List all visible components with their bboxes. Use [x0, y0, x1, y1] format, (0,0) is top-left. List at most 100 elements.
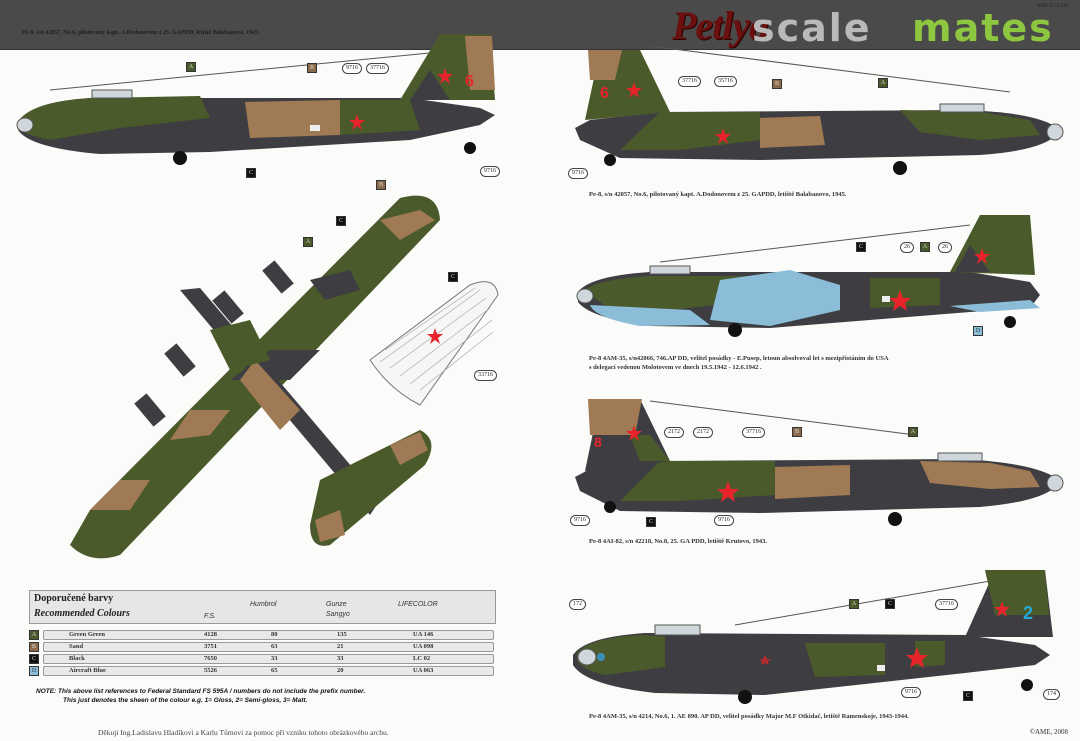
header-lifecolor: LIFECOLOR: [398, 601, 438, 608]
caption-middle-right: Pe-8 4AM-35, s/n42066, 746.AP DD, velite…: [589, 354, 889, 372]
aircraft-side-view-icon: [576, 215, 1040, 337]
row-bar: [43, 654, 494, 664]
row-bar: [43, 666, 494, 676]
colour-gunze: 135: [337, 631, 347, 638]
title-cz: Doporučené barvy: [34, 593, 114, 604]
aircraft-side-view-icon: 2: [573, 570, 1053, 704]
caption-bottom-right: Pe-8 4AM-35, s/n 4214, No.6, 1. AE 890. …: [589, 713, 909, 720]
colour-humbrol: 63: [271, 643, 278, 650]
svg-text:8: 8: [594, 434, 602, 450]
callout-2172-b: 2172: [693, 427, 713, 438]
svg-text:6: 6: [465, 73, 474, 90]
callout-35716: 35716: [714, 76, 737, 87]
swatch-sand: B: [29, 642, 39, 652]
callout-9716: 9716: [568, 168, 588, 179]
logo-scale: scale: [752, 6, 872, 50]
callout-9716: 9716: [570, 515, 590, 526]
logo-mates: mates: [912, 6, 1054, 50]
colour-fs: 3751: [204, 643, 217, 650]
callout-37716: 37716: [366, 63, 389, 74]
acknowledgement: Děkuji Ing.Ladislavu Hladíkovi a Karlu T…: [98, 728, 389, 737]
colour-table-header: Doporučené barvy Recommended Colours F.S…: [29, 590, 496, 624]
colour-tag-b: B: [792, 427, 802, 437]
colour-row: B Sand 3751 63 21 UA 098: [29, 642, 496, 653]
aircraft-top-view-icon: [70, 195, 440, 559]
caption-top-right: Pe-8, s/n 42057, No.6, pilotovaný kapt. …: [589, 191, 847, 198]
colour-tag-c: C: [885, 599, 895, 609]
copyright: ©AME, 2008: [1029, 728, 1068, 736]
colour-lifecolor: UA 063: [413, 667, 434, 674]
header-bar: Pe-8, s/n 42057, No.6, pilotovaný kapt. …: [0, 0, 1080, 50]
callout-9716: 9716: [901, 687, 921, 698]
product-code: AME.D 72.028: [1037, 4, 1068, 9]
colour-row: C Black 7650 33 33 LC 02: [29, 654, 496, 665]
colour-gunze: 21: [337, 643, 344, 650]
header-humbrol: Humbrol: [250, 601, 277, 608]
colour-table: Doporučené barvy Recommended Colours F.S…: [29, 590, 496, 685]
title-en: Recommended Colours: [34, 608, 130, 619]
svg-text:2: 2: [1023, 603, 1033, 623]
colour-lifecolor: UA 098: [413, 643, 434, 650]
note-line-2: This just denotes the sheen of the colou…: [63, 697, 308, 704]
colour-tag-c: C: [856, 242, 866, 252]
colour-tag-c: C: [246, 168, 256, 178]
colour-tag-b: B: [307, 63, 317, 73]
stabilizer-underside-icon: [369, 281, 499, 406]
caption-lower-right: Pe-8 4AI-82, s/n 42218, No.8, 25. GA PDD…: [589, 538, 768, 545]
header-gunze-sangyo: Sangyo: [326, 611, 350, 618]
colour-tag-b: B: [772, 79, 782, 89]
colour-gunze: 20: [337, 667, 344, 674]
colour-humbrol: 33: [271, 655, 278, 662]
colour-tag-d: D: [973, 326, 983, 336]
colour-tag-c: C: [336, 216, 346, 226]
caption-line-1: Pe-8 4AM-35, s/n42066, 746.AP DD, velite…: [589, 355, 889, 362]
profile-bottom-right: 2 172 A C 37716 9716 C 174: [565, 565, 1075, 705]
row-bar: [43, 642, 494, 652]
profile-middle-right: C 26 A 26 D: [570, 210, 1070, 340]
profile-stabilizer: C 33716: [360, 270, 510, 410]
callout-2172: 2172: [664, 427, 684, 438]
colour-tag-a: A: [849, 599, 859, 609]
colour-note: NOTE: This above list references to Fede…: [36, 687, 365, 705]
colour-tag-c: C: [646, 517, 656, 527]
colour-fs: 7650: [204, 655, 217, 662]
svg-text:6: 6: [600, 85, 609, 102]
aircraft-side-view-icon: 6: [16, 34, 495, 165]
callout-9716-b: 9716: [714, 515, 734, 526]
profile-top-left: 6 A B C 9716 37716 9716: [10, 30, 510, 180]
colour-tag-c-b: C: [963, 691, 973, 701]
callout-37716: 37716: [742, 427, 765, 438]
colour-humbrol: 65: [271, 667, 278, 674]
colour-name: Green Green: [69, 631, 106, 638]
colour-gunze: 33: [337, 655, 344, 662]
colour-humbrol: 80: [271, 631, 278, 638]
swatch-green: A: [29, 630, 39, 640]
profile-top-view: B C A: [60, 180, 450, 570]
colour-lifecolor: LC 02: [413, 655, 431, 662]
colour-row: D Aircraft Blue 5526 65 20 UA 063: [29, 666, 496, 677]
colour-name: Black: [69, 655, 85, 662]
callout-26: 26: [900, 242, 914, 253]
colour-tag-b: B: [376, 180, 386, 190]
header-caption: Pe-8, s/n 42057, No.6, pilotovaný kapt. …: [22, 30, 260, 36]
colour-name: Sand: [69, 643, 84, 650]
colour-tag-a: A: [303, 237, 313, 247]
header-fs: F.S.: [204, 613, 216, 620]
callout-33716: 33716: [474, 370, 497, 381]
colour-tag-c: C: [448, 272, 458, 282]
callout-9716: 9716: [342, 63, 362, 74]
header-gunze: Gunze: [326, 601, 347, 608]
colour-tag-a: A: [878, 78, 888, 88]
callout-174: 174: [1043, 689, 1060, 700]
colour-tag-a: A: [920, 242, 930, 252]
colour-tag-a: A: [908, 427, 918, 437]
callout-172: 172: [569, 599, 586, 610]
note-line-1: NOTE: This above list references to Fede…: [36, 688, 366, 695]
colour-lifecolor: UA 146: [413, 631, 434, 638]
colour-fs: 5526: [204, 667, 217, 674]
logo-petlya: Petlya: [672, 3, 769, 48]
colour-row: A Green Green 4128 80 135 UA 146: [29, 630, 496, 641]
aircraft-side-view-icon: 6: [575, 45, 1064, 175]
colour-name: Aircraft Blue: [69, 667, 106, 674]
aircraft-side-view-icon: 8: [575, 399, 1064, 526]
